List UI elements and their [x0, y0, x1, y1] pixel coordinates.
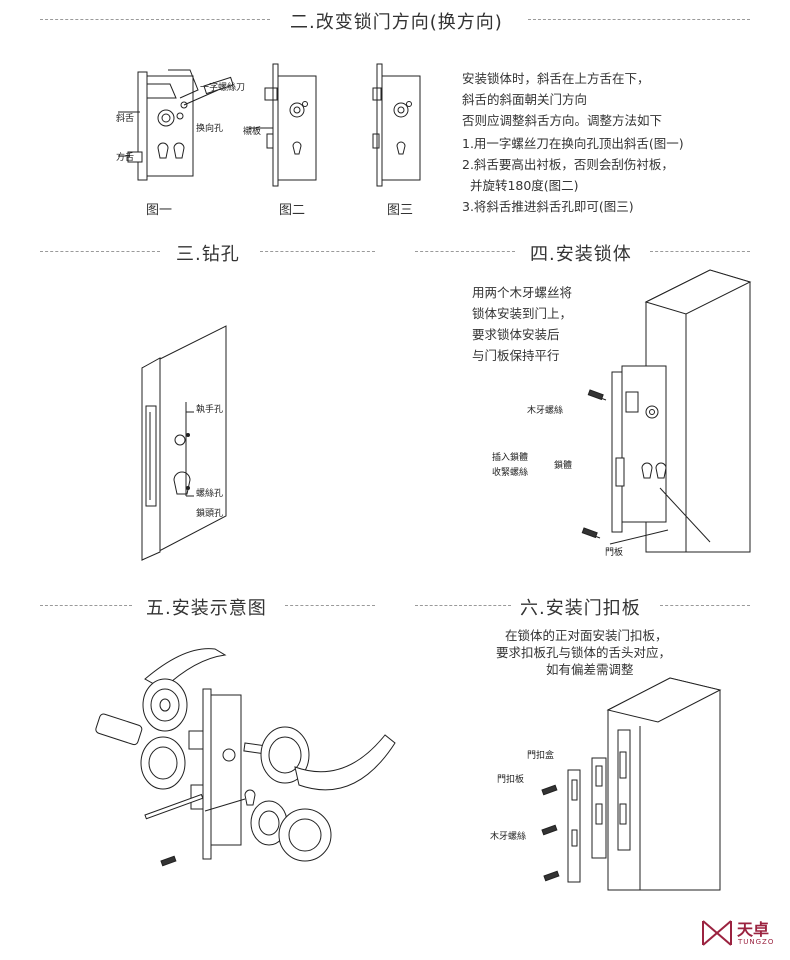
- label-lock-body: 鎖體: [554, 461, 573, 471]
- label-strike-wood-screw: 木牙螺絲: [490, 832, 527, 842]
- section-title-drill: 三.钻孔: [176, 244, 240, 265]
- label-door-panel: 門板: [605, 548, 624, 558]
- label-reverse-hole: 换向孔: [196, 124, 224, 134]
- label-insert-body-2: 收緊螺絲: [492, 468, 529, 478]
- title-divider-right: [285, 605, 375, 606]
- label-cylinder-hole: 鎖頭孔: [196, 509, 224, 519]
- title-divider-left: [415, 605, 511, 606]
- title-divider-right: [528, 19, 750, 20]
- figure-2-lock-rotated-latch: [245, 60, 335, 190]
- figure-1-lock-with-screwdriver: [118, 60, 238, 185]
- title-divider-right: [260, 251, 375, 252]
- instruction-step-3: 3.将斜舌推进斜舌孔即可(图三): [462, 199, 634, 214]
- instruction-line-2: 斜舌的斜面朝关门方向: [462, 92, 588, 107]
- caption-figure-3: 图三: [387, 203, 414, 218]
- strike-plate-illustration: [520, 670, 740, 900]
- instruction-line-3: 否则应调整斜舌方向。调整方法如下: [462, 113, 663, 128]
- title-divider-right: [660, 605, 750, 606]
- strike-line-1: 在锁体的正对面安装门扣板，: [505, 628, 668, 643]
- figure-3-lock-latch-pushed-in: [355, 60, 435, 190]
- install-body-line-3: 要求锁体安装后: [472, 327, 560, 342]
- label-wood-screw: 木牙螺絲: [527, 406, 564, 416]
- label-strike-box: 門扣盒: [527, 751, 555, 761]
- instruction-step-2: 2.斜舌要高出衬板，否则会刮伤衬板，: [462, 157, 674, 172]
- label-latch: 斜舌: [116, 114, 135, 124]
- section-title-install-body: 四.安装锁体: [530, 244, 632, 265]
- label-screwdriver: 一字螺絲刀: [200, 83, 246, 93]
- instruction-line-1: 安装锁体时，斜舌在上方舌在下，: [462, 71, 650, 86]
- exploded-assembly-diagram: [85, 635, 405, 885]
- title-divider-left: [40, 251, 160, 252]
- section-title-change-direction: 二.改变锁门方向(换方向): [290, 12, 503, 33]
- brand-name-en: TUNGZO: [738, 938, 775, 946]
- label-faceplate: 襯板: [243, 127, 262, 137]
- label-strike-plate: 門扣板: [497, 775, 525, 785]
- title-divider-left: [40, 605, 132, 606]
- install-body-line-2: 锁体安装到门上，: [472, 306, 573, 321]
- title-divider-left: [40, 19, 270, 20]
- caption-figure-2: 图二: [279, 203, 306, 218]
- instruction-step-2-cont: 并旋转180度(图二): [462, 178, 579, 193]
- label-deadbolt: 方舌: [116, 153, 135, 163]
- install-body-line-4: 与门板保持平行: [472, 348, 560, 363]
- title-divider-left: [415, 251, 515, 252]
- section-title-strike: 六.安装门扣板: [520, 598, 641, 619]
- section-title-diagram: 五.安装示意图: [146, 598, 267, 619]
- brand-logo-icon: [700, 918, 734, 948]
- strike-line-3: 如有偏差需调整: [546, 662, 634, 677]
- brand-name-cn: 天卓: [737, 920, 770, 939]
- drill-door-illustration: [130, 320, 270, 570]
- instruction-step-1: 1.用一字螺丝刀在换向孔顶出斜舌(图一): [462, 136, 684, 151]
- strike-line-2: 要求扣板孔与锁体的舌头对应，: [496, 645, 672, 660]
- caption-figure-1: 图一: [146, 203, 173, 218]
- label-handle-hole: 執手孔: [196, 405, 224, 415]
- install-body-line-1: 用两个木牙螺丝将: [472, 285, 573, 300]
- install-body-illustration: [560, 262, 760, 562]
- label-screw-hole: 螺絲孔: [196, 489, 224, 499]
- label-insert-body-1: 插入鎖體: [492, 453, 529, 463]
- title-divider-right: [650, 251, 750, 252]
